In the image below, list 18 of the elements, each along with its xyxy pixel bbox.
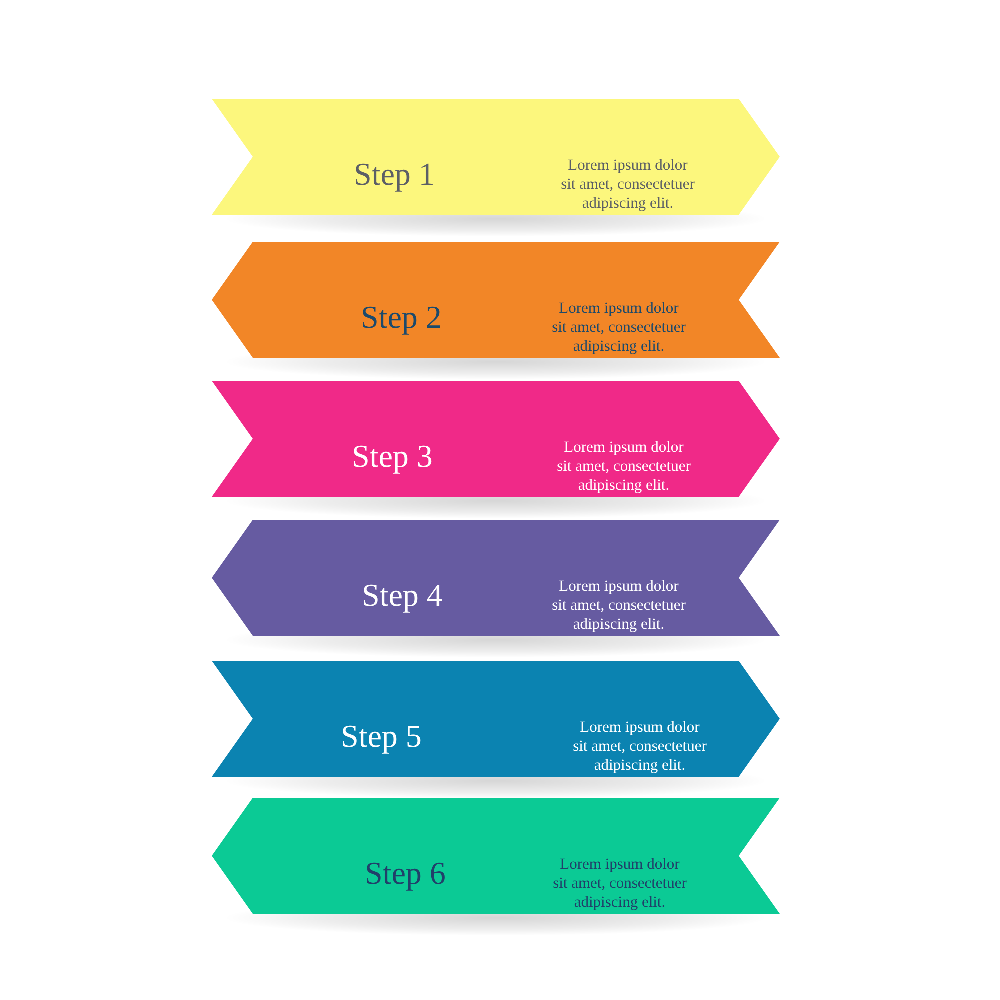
- arrow-banner: [212, 520, 780, 636]
- step-title: Step 1: [354, 156, 435, 192]
- arrow-banner: [212, 661, 780, 777]
- step-description: Lorem ipsum dolor sit amet, consectetuer adipiscing elit.: [551, 299, 687, 356]
- step-description: Lorem ipsum dolor sit amet, consectetuer adipiscing elit.: [551, 577, 687, 634]
- step-title: Step 5: [341, 718, 422, 754]
- step-title: Step 2: [361, 299, 442, 335]
- step-title: Step 3: [352, 438, 433, 474]
- arrow-banner: [212, 381, 780, 497]
- step-description: Lorem ipsum dolor sit amet, consectetuer adipiscing elit.: [556, 438, 692, 495]
- arrow-banner: [212, 99, 780, 215]
- step-description: Lorem ipsum dolor sit amet, consectetuer adipiscing elit.: [560, 156, 696, 213]
- step-description: Lorem ipsum dolor sit amet, consectetuer adipiscing elit.: [552, 855, 688, 912]
- step-description: Lorem ipsum dolor sit amet, consectetuer adipiscing elit.: [572, 718, 708, 775]
- arrow-banner: [212, 798, 780, 914]
- step-title: Step 4: [362, 577, 443, 613]
- arrow-banner: [212, 242, 780, 358]
- step-title: Step 6: [365, 855, 446, 891]
